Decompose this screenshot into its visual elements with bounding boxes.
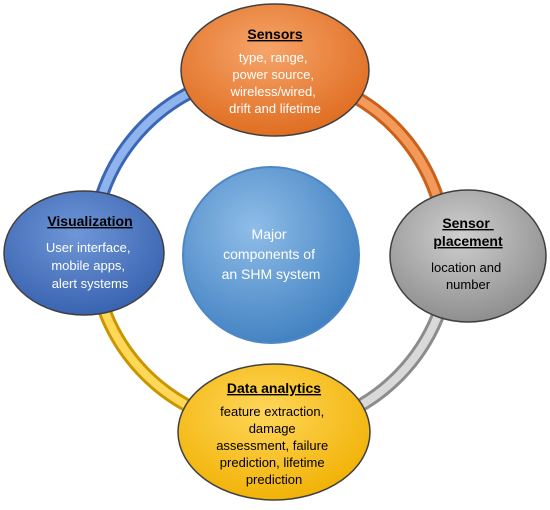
sensors-node: Sensors type, range, power source, wirel… (180, 3, 370, 137)
sensor-placement-title-line-1: Sensor (442, 215, 490, 231)
center-node: Major components of an SHM system (182, 166, 360, 344)
visualization-title: Visualization (47, 213, 132, 229)
cycle-ring (95, 83, 447, 417)
sensor-placement-description: location and number (431, 260, 505, 292)
data-analytics-line-5: prediction (246, 472, 302, 487)
sensor-placement-node: Sensor placement location and number (389, 189, 547, 323)
visualization-description: User interface, mobile apps, alert syste… (46, 240, 134, 291)
center-label: Major components of an SHM system (222, 226, 321, 282)
sensor-placement-title: Sensor placement (433, 215, 503, 249)
data-analytics-ellipse (177, 363, 371, 501)
data-analytics-description: feature extraction, damage assessment, f… (216, 404, 332, 487)
center-line-1: Major (252, 226, 287, 242)
arc-visualization-to-sensors (95, 83, 199, 198)
sensor-placement-line-1: location and (431, 260, 501, 275)
data-analytics-title: Data analytics (227, 380, 321, 396)
sensor-placement-line-2: number (446, 277, 491, 292)
visualization-line-2: mobile apps, (51, 258, 125, 273)
sensors-line-4: drift and lifetime (229, 101, 321, 116)
visualization-line-3: alert systems (52, 276, 129, 291)
sensor-placement-title-line-2: placement (433, 233, 503, 249)
data-analytics-line-4: prediction, lifetime (220, 455, 325, 470)
arc-placement-to-analytics (348, 307, 447, 417)
visualization-ellipse (3, 190, 165, 316)
sensor-placement-ellipse (389, 189, 547, 323)
sensors-line-1: type, range, (239, 50, 308, 65)
arc-sensors-to-placement (353, 91, 445, 203)
center-line-2: components of (223, 246, 315, 262)
center-circle (182, 166, 360, 344)
data-analytics-line-1: feature extraction, (220, 404, 324, 419)
sensors-description: type, range, power source, wireless/wire… (229, 50, 321, 116)
arc-analytics-to-visualization (98, 309, 200, 417)
visualization-line-1: User interface, (46, 240, 131, 255)
data-analytics-line-3: assessment, failure (216, 438, 328, 453)
sensors-title: Sensors (247, 26, 302, 42)
sensors-line-2: power source, (232, 67, 314, 82)
sensors-line-3: wireless/wired, (230, 84, 316, 99)
center-line-3: an SHM system (222, 266, 321, 282)
data-analytics-line-2: damage (249, 421, 296, 436)
data-analytics-node: Data analytics feature extraction, damag… (177, 363, 371, 501)
visualization-node: Visualization User interface, mobile app… (3, 190, 165, 316)
sensors-ellipse (180, 3, 370, 137)
